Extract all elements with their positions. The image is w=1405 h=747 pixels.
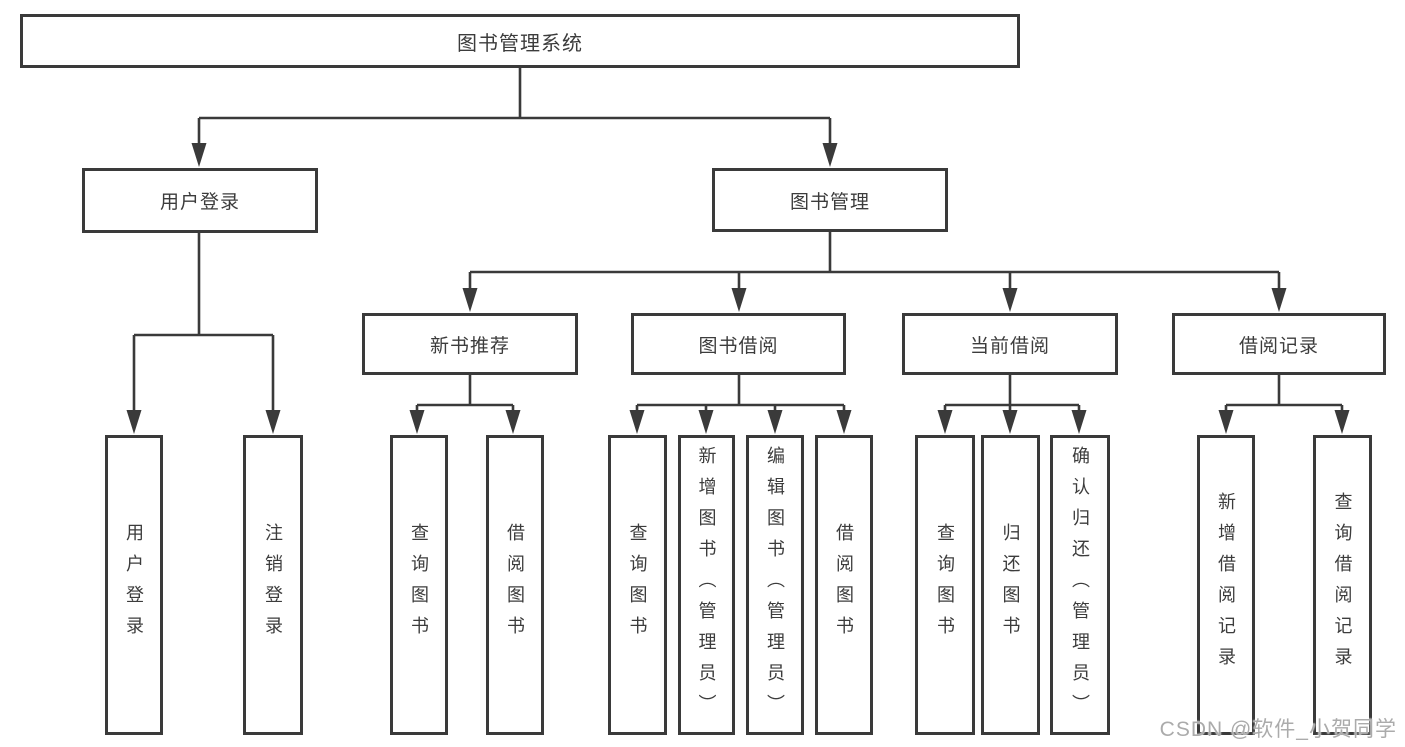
- node-add-borrow-record: 新增借阅记录: [1197, 435, 1255, 735]
- node-query-books-borrowing: 查询图书: [608, 435, 667, 735]
- node-return-book: 归还图书: [981, 435, 1040, 735]
- node-query-books-current: 查询图书: [915, 435, 975, 735]
- node-user-login-group: 用户登录: [82, 168, 318, 233]
- node-query-books-recommend: 查询图书: [390, 435, 448, 735]
- node-borrow-books-recommend: 借阅图书: [486, 435, 544, 735]
- node-library-management-system: 图书管理系统: [20, 14, 1020, 68]
- node-current-borrowing: 当前借阅: [902, 313, 1118, 375]
- node-logout: 注销登录: [243, 435, 303, 735]
- node-new-book-recommendation: 新书推荐: [362, 313, 578, 375]
- node-edit-book-admin: 编辑图书（管理员）: [746, 435, 804, 735]
- arrowheads: [126, 143, 1350, 434]
- node-confirm-return-admin: 确认归还（管理员）: [1050, 435, 1110, 735]
- node-borrowing-records: 借阅记录: [1172, 313, 1386, 375]
- node-book-management: 图书管理: [712, 168, 948, 232]
- node-add-book-admin: 新增图书（管理员）: [678, 435, 735, 735]
- node-user-login: 用户登录: [105, 435, 163, 735]
- node-book-borrowing: 图书借阅: [631, 313, 846, 375]
- node-borrow-books-borrowing: 借阅图书: [815, 435, 873, 735]
- node-query-borrow-record: 查询借阅记录: [1313, 435, 1372, 735]
